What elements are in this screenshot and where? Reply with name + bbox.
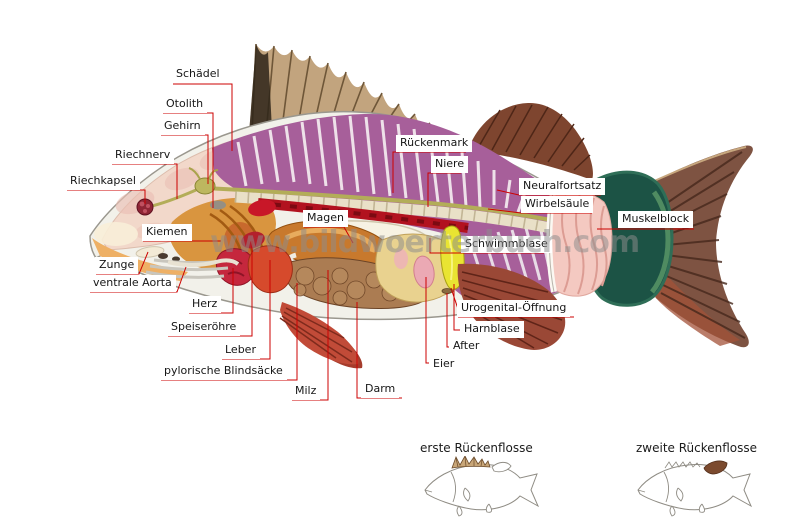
pelvic-fin <box>279 302 363 369</box>
leader-line-magen <box>304 226 354 244</box>
leader-line-riechnerv <box>112 163 178 199</box>
leader-lines <box>67 83 694 401</box>
leader-line-riechkapsel <box>67 189 146 204</box>
pelvic-fin-rays <box>279 307 353 363</box>
otolith-body <box>210 200 226 210</box>
caption-first-dorsal-fin: erste Rückenflosse <box>420 441 533 456</box>
vertebral-column <box>234 191 562 236</box>
ventral-aorta-vessel <box>167 258 240 267</box>
tail-musculature <box>546 170 674 307</box>
olfactory-capsule <box>136 198 154 216</box>
highlighted-second-dorsal-fin <box>703 460 728 475</box>
leader-line-schwimmblase <box>429 238 544 254</box>
leader-line-leber <box>222 260 271 360</box>
eggs <box>375 233 460 303</box>
pterygiophores <box>236 115 528 213</box>
caption-second-dorsal-fin: zweite Rückenflosse <box>636 441 758 456</box>
leader-line-neuralfortsatz <box>496 189 601 196</box>
highlighted-first-dorsal-fin <box>451 455 491 469</box>
leader-line-wirbelsaeule <box>487 208 592 214</box>
leader-line-gehirn <box>161 134 209 184</box>
mouth-floor <box>135 246 240 279</box>
second-dorsal-fin <box>468 102 593 180</box>
leader-line-milz <box>292 270 329 401</box>
myomere-section <box>546 189 613 297</box>
second-dorsal-fin-rays <box>477 104 591 171</box>
esophagus <box>241 231 265 249</box>
mouth-lining <box>92 238 188 281</box>
leader-line-rueckenmark <box>392 151 466 193</box>
vent <box>441 288 453 294</box>
inset-first-dorsal-fin-figure <box>424 455 540 517</box>
leader-line-schaedel <box>173 83 233 151</box>
leader-line-niere <box>427 172 461 207</box>
leader-line-harnblase <box>453 284 461 331</box>
leader-line-herz <box>189 268 234 314</box>
leader-line-darm <box>356 302 402 399</box>
spinal-cord <box>204 186 597 231</box>
kidney <box>257 198 469 233</box>
leader-line-eier <box>425 277 430 364</box>
leader-line-ventrale-aorta <box>90 266 187 293</box>
leader-line-pylorische-blindsaecke <box>161 283 298 381</box>
leader-line-speiseroehre <box>168 241 253 337</box>
inset-second-dorsal-fin-figure <box>637 460 753 517</box>
leader-line-otolith <box>163 112 214 208</box>
tongue <box>135 246 165 258</box>
leader-line-zunge <box>96 251 149 275</box>
